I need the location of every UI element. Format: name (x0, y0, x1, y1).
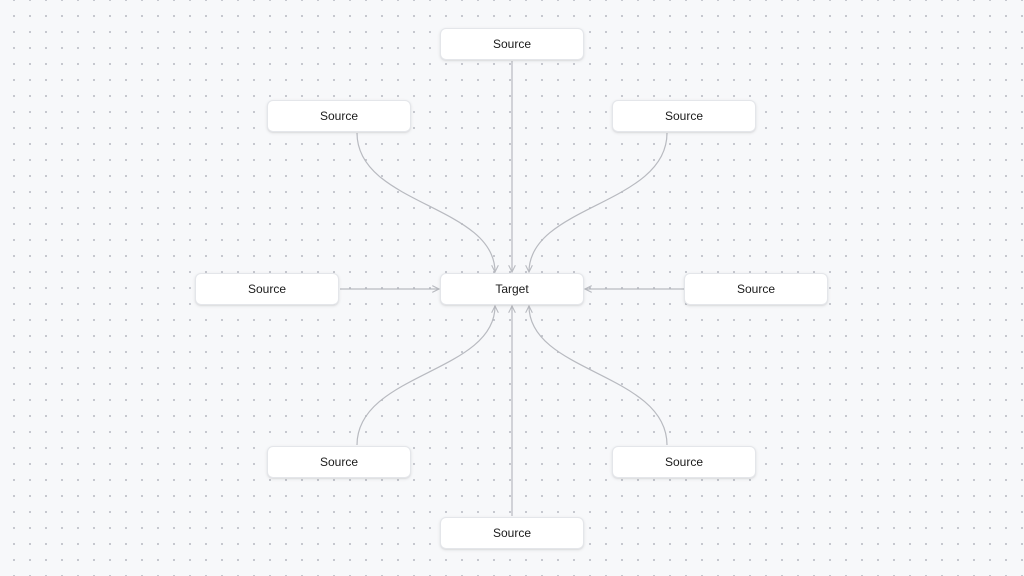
node-label: Source (247, 282, 287, 296)
source-node-bottom[interactable]: Source (440, 517, 584, 549)
source-node-bottom-left[interactable]: Source (267, 446, 411, 478)
node-label: Source (319, 455, 359, 469)
node-label: Target (495, 282, 529, 296)
source-node-right[interactable]: Source (684, 273, 828, 305)
edge-top-right-to-target[interactable] (529, 132, 668, 272)
edge-top-left-to-target[interactable] (356, 132, 495, 272)
node-label: Source (319, 109, 359, 123)
edge-bottom-left-to-target[interactable] (356, 306, 495, 446)
source-node-left[interactable]: Source (195, 273, 339, 305)
source-node-top-right[interactable]: Source (612, 100, 756, 132)
node-label: Source (736, 282, 776, 296)
edge-bottom-right-to-target[interactable] (529, 306, 668, 446)
node-label: Source (492, 526, 532, 540)
node-label: Source (664, 455, 704, 469)
source-node-top-left[interactable]: Source (267, 100, 411, 132)
node-label: Source (492, 37, 532, 51)
node-label: Source (664, 109, 704, 123)
source-node-top[interactable]: Source (440, 28, 584, 60)
source-node-bottom-right[interactable]: Source (612, 446, 756, 478)
target-node[interactable]: Target (440, 273, 584, 305)
